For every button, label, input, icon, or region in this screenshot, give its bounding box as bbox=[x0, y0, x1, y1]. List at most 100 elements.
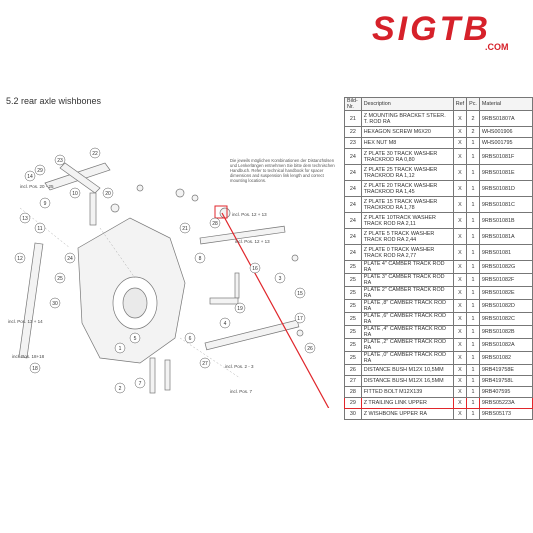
cell-description: DISTANCE BUSH M12X 10,5MM bbox=[360, 364, 454, 376]
cell-material: 9RB419758E bbox=[478, 364, 533, 376]
svg-text:15: 15 bbox=[297, 291, 303, 297]
cell-ref: X bbox=[452, 273, 468, 287]
cell-description: Z WISHBONE UPPER RA bbox=[360, 408, 454, 420]
cell-pos: 25 bbox=[344, 273, 362, 287]
callout-incl-12-13-mid: incl. Pos. 12 + 13 bbox=[235, 239, 270, 244]
col-header-ref: Ref bbox=[452, 97, 468, 111]
svg-text:3: 3 bbox=[279, 276, 282, 282]
svg-text:22: 22 bbox=[92, 151, 98, 157]
callout-incl-18-18: incl. Pos. 18+18 bbox=[12, 354, 45, 359]
highlighted-part-marker bbox=[214, 205, 228, 219]
cell-material: 9RBS01081A bbox=[478, 228, 533, 245]
svg-text:2: 2 bbox=[119, 386, 122, 392]
cell-ref: X bbox=[452, 375, 468, 387]
svg-text:25: 25 bbox=[57, 276, 63, 282]
cell-pos: 25 bbox=[344, 260, 362, 274]
cell-pos: 26 bbox=[344, 364, 362, 376]
cell-pos: 25 bbox=[344, 299, 362, 313]
cell-pieces: 1 bbox=[466, 386, 480, 398]
parts-table: Bild-Nr. Description Ref Pc. Material 21… bbox=[344, 97, 533, 420]
cell-ref: X bbox=[452, 351, 468, 365]
cell-pieces: 1 bbox=[466, 180, 480, 197]
cell-material: 9RBS01081 bbox=[478, 244, 533, 261]
cell-material: WHS001795 bbox=[478, 137, 533, 149]
svg-text:18: 18 bbox=[32, 366, 38, 372]
diagram-note: Die jeweils möglichen Kombinationen der … bbox=[230, 158, 335, 183]
svg-text:26: 26 bbox=[307, 346, 313, 352]
svg-text:4: 4 bbox=[224, 321, 227, 327]
track-rod bbox=[199, 225, 286, 245]
cell-pieces: 2 bbox=[466, 110, 480, 127]
svg-text:14: 14 bbox=[27, 174, 33, 180]
svg-text:11: 11 bbox=[37, 226, 42, 232]
cell-pieces: 1 bbox=[466, 196, 480, 213]
brand-logo[interactable]: SIGTB bbox=[372, 10, 491, 48]
cell-material: 9RBS05223A bbox=[478, 397, 533, 409]
cell-description: PLATE ,0" CAMBER TRACK ROD RA bbox=[360, 351, 454, 365]
cell-ref: X bbox=[452, 228, 468, 245]
cell-material: 9RBS01082 bbox=[478, 351, 533, 365]
col-header-pos: Bild-Nr. bbox=[344, 97, 362, 111]
cell-pieces: 1 bbox=[466, 212, 480, 229]
cell-pieces: 1 bbox=[466, 338, 480, 352]
svg-text:21: 21 bbox=[182, 226, 188, 232]
cell-description: FITTED BOLT M12X139 bbox=[360, 386, 454, 398]
cell-pieces: 1 bbox=[466, 228, 480, 245]
svg-text:20: 20 bbox=[105, 191, 111, 197]
cell-pos: 28 bbox=[344, 386, 362, 398]
cell-pos: 25 bbox=[344, 312, 362, 326]
cell-description: DISTANCE BUSH M12X 16,5MM bbox=[360, 375, 454, 387]
cell-description: PLATE 3" CAMBER TRACK ROD RA bbox=[360, 273, 454, 287]
cell-material: 9RBS01082F bbox=[478, 273, 533, 287]
cell-pos: 24 bbox=[344, 196, 362, 213]
cell-pieces: 1 bbox=[466, 164, 480, 181]
cell-pieces: 1 bbox=[466, 137, 480, 149]
cell-pieces: 1 bbox=[466, 273, 480, 287]
svg-text:7: 7 bbox=[139, 381, 142, 387]
cell-pos: 22 bbox=[344, 126, 362, 138]
svg-text:16: 16 bbox=[252, 266, 258, 272]
cell-ref: X bbox=[452, 196, 468, 213]
cell-material: 9RBS01081B bbox=[478, 212, 533, 229]
svg-text:28: 28 bbox=[212, 221, 218, 227]
cell-pieces: 1 bbox=[466, 299, 480, 313]
cell-description: HEX NUT M8 bbox=[360, 137, 454, 149]
col-header-pieces: Pc. bbox=[466, 97, 480, 111]
cell-ref: X bbox=[452, 110, 468, 127]
svg-text:10: 10 bbox=[72, 191, 78, 197]
cell-material: 9RBS01081E bbox=[478, 164, 533, 181]
cell-description: Z PLATE 0 TRACK WASHER TRACK ROD RA 2,77 bbox=[360, 244, 454, 261]
cell-pos: 30 bbox=[344, 408, 362, 420]
cell-pos: 24 bbox=[344, 148, 362, 165]
cell-ref: X bbox=[452, 148, 468, 165]
callout-incl-20-25: incl. Pos. 20 - 25 bbox=[20, 184, 54, 189]
cell-pieces: 1 bbox=[466, 351, 480, 365]
svg-text:19: 19 bbox=[237, 306, 243, 312]
svg-text:29: 29 bbox=[37, 168, 43, 174]
